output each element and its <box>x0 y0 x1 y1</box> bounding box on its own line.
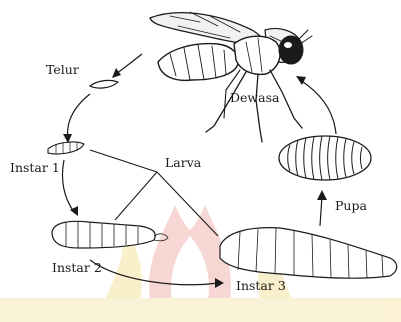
arrow-egg-to-instar1 <box>68 94 90 138</box>
arrow-pupa-to-adult <box>300 80 336 134</box>
instar-3-larva-illustration <box>220 228 397 279</box>
stage-label-instar-3: Instar 3 <box>236 280 286 293</box>
arrow-instar3-to-pupa <box>320 196 322 226</box>
arrow-instar1-to-instar2 <box>62 160 74 212</box>
stage-label-pupa: Pupa <box>335 200 367 213</box>
adult-fly-illustration <box>150 12 312 142</box>
instar-2-larva-illustration <box>52 221 168 248</box>
stage-label-egg: Telur <box>46 64 79 77</box>
stage-label-instar-1: Instar 1 <box>10 162 60 175</box>
stage-label-larva: Larva <box>165 157 201 170</box>
pupa-illustration <box>279 136 371 180</box>
stage-label-instar-2: Instar 2 <box>52 262 102 275</box>
instar-1-larva-illustration <box>48 142 84 154</box>
arrow-adult-to-egg <box>116 54 142 74</box>
egg-illustration <box>90 80 118 88</box>
stage-label-adult: Dewasa <box>230 92 279 105</box>
